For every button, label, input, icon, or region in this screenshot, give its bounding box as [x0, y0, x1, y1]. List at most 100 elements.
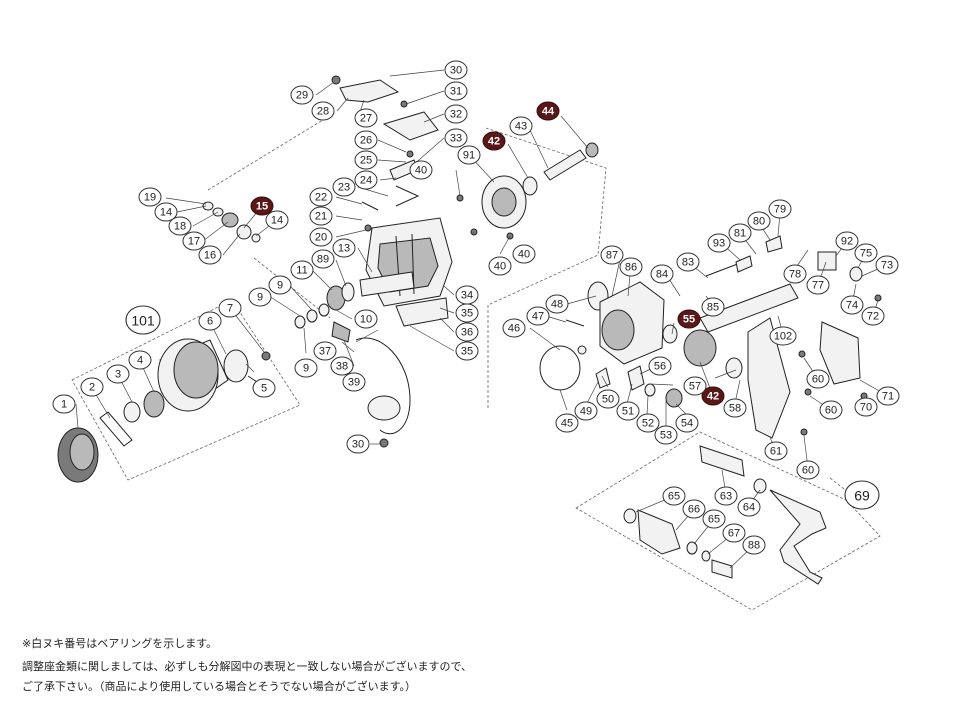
shim-note-line-1: 調整座金類に関しましては、必ずしも分解図中の表現と一致しない場合がございますので… — [22, 660, 473, 673]
callout-30: 30 — [346, 434, 370, 454]
callout-bubble — [354, 130, 378, 150]
callout-number: 25 — [360, 155, 372, 167]
callout-1: 1 — [52, 394, 76, 414]
callout-number: 7 — [227, 303, 233, 315]
callout-bubble — [354, 108, 378, 128]
callout-40: 40 — [488, 256, 512, 276]
callout-bubble — [600, 245, 624, 265]
callout-number: 9 — [303, 363, 309, 375]
callout-number: 6 — [207, 316, 213, 328]
callout-bubble — [854, 243, 878, 263]
callout-bubble — [619, 257, 643, 277]
callout-number: 81 — [734, 228, 746, 240]
callout-number: 9 — [257, 292, 263, 304]
callout-number: 92 — [841, 236, 853, 248]
callout-bubble — [854, 397, 878, 417]
callout-17: 17 — [182, 231, 206, 251]
callout-number: 54 — [681, 418, 693, 430]
callout-56: 56 — [648, 356, 672, 376]
callout-27: 27 — [354, 108, 378, 128]
callout-number: 10 — [360, 314, 372, 326]
callout-number: 17 — [188, 236, 200, 248]
callout-28: 28 — [311, 101, 335, 121]
callout-5: 5 — [252, 378, 276, 398]
callout-61: 61 — [764, 441, 788, 461]
callout-bubble — [309, 206, 333, 226]
callout-55-bearing: 55 — [677, 309, 701, 329]
callout-bubble — [128, 350, 152, 370]
callout-51: 51 — [616, 401, 640, 421]
callout-7: 7 — [218, 298, 242, 318]
callout-number: 35 — [461, 346, 473, 358]
callout-number: 57 — [689, 381, 701, 393]
callout-number: 60 — [802, 465, 814, 477]
callout-bubble — [875, 255, 899, 275]
callout-number: 26 — [360, 135, 372, 147]
callout-number: 87 — [606, 250, 618, 262]
callout-21: 21 — [309, 206, 333, 226]
callout-bubble — [616, 401, 640, 421]
callout-bubble — [707, 233, 731, 253]
callout-number: 4 — [137, 355, 143, 367]
callout-66: 66 — [682, 499, 706, 519]
callout-57: 57 — [683, 376, 707, 396]
callout-50: 50 — [596, 389, 620, 409]
callout-87: 87 — [600, 245, 624, 265]
callout-number: 18 — [174, 221, 186, 233]
callout-number: 44 — [542, 106, 555, 118]
callout-bubble — [354, 309, 378, 329]
callout-bubble — [596, 389, 620, 409]
callout-bubble — [268, 275, 292, 295]
callout-bubble — [80, 377, 104, 397]
callout-bubble — [444, 128, 468, 148]
callout-bubble — [701, 386, 725, 406]
callout-bubble — [840, 295, 864, 315]
callout-bubble — [876, 386, 900, 406]
callout-bubble — [844, 480, 880, 510]
callout-number: 48 — [551, 299, 563, 311]
callout-bubble — [182, 231, 206, 251]
callout-bubble — [796, 460, 820, 480]
callout-number: 50 — [602, 394, 614, 406]
callout-number: 33 — [450, 133, 462, 145]
callout-number: 36 — [461, 327, 473, 339]
callout-80: 80 — [747, 211, 771, 231]
callout-bubble — [290, 260, 314, 280]
callout-number: 64 — [743, 502, 755, 514]
callout-bubble — [311, 249, 335, 269]
callout-bubble — [218, 298, 242, 318]
bearing-note: ※白ヌキ番号はベアリングを示します。 — [22, 637, 218, 650]
callout-bubble — [768, 199, 792, 219]
callout-65: 65 — [702, 509, 726, 529]
callout-bubble — [662, 486, 686, 506]
callout-bubble — [332, 238, 356, 258]
callout-bubble — [764, 441, 788, 461]
callout-67: 67 — [722, 523, 746, 543]
callout-bubble — [783, 264, 807, 284]
callout-bubble — [290, 85, 314, 105]
callout-bubble — [154, 202, 178, 222]
callout-number: 15 — [256, 201, 268, 213]
callout-number: 72 — [867, 311, 879, 323]
callout-number: 20 — [315, 232, 327, 244]
callout-number: 28 — [317, 106, 329, 118]
callout-bubble — [545, 294, 569, 314]
callout-30: 30 — [444, 60, 468, 80]
callout-35: 35 — [455, 303, 479, 323]
callout-71: 71 — [876, 386, 900, 406]
leader-lines — [75, 69, 889, 569]
callout-number: 51 — [622, 406, 634, 418]
callout-number: 101 — [131, 313, 155, 329]
handle-assembly — [623, 445, 827, 585]
callout-number: 22 — [315, 192, 327, 204]
callout-bubble — [198, 245, 222, 265]
callout-bubble — [138, 187, 162, 207]
callout-23: 23 — [332, 177, 356, 197]
callout-bubble — [294, 358, 318, 378]
callout-bubble — [250, 196, 274, 216]
callout-74: 74 — [840, 295, 864, 315]
spool-assembly — [57, 338, 271, 483]
callout-bubble — [455, 303, 479, 323]
callout-43: 43 — [509, 116, 533, 136]
callout-number: 63 — [720, 491, 732, 503]
